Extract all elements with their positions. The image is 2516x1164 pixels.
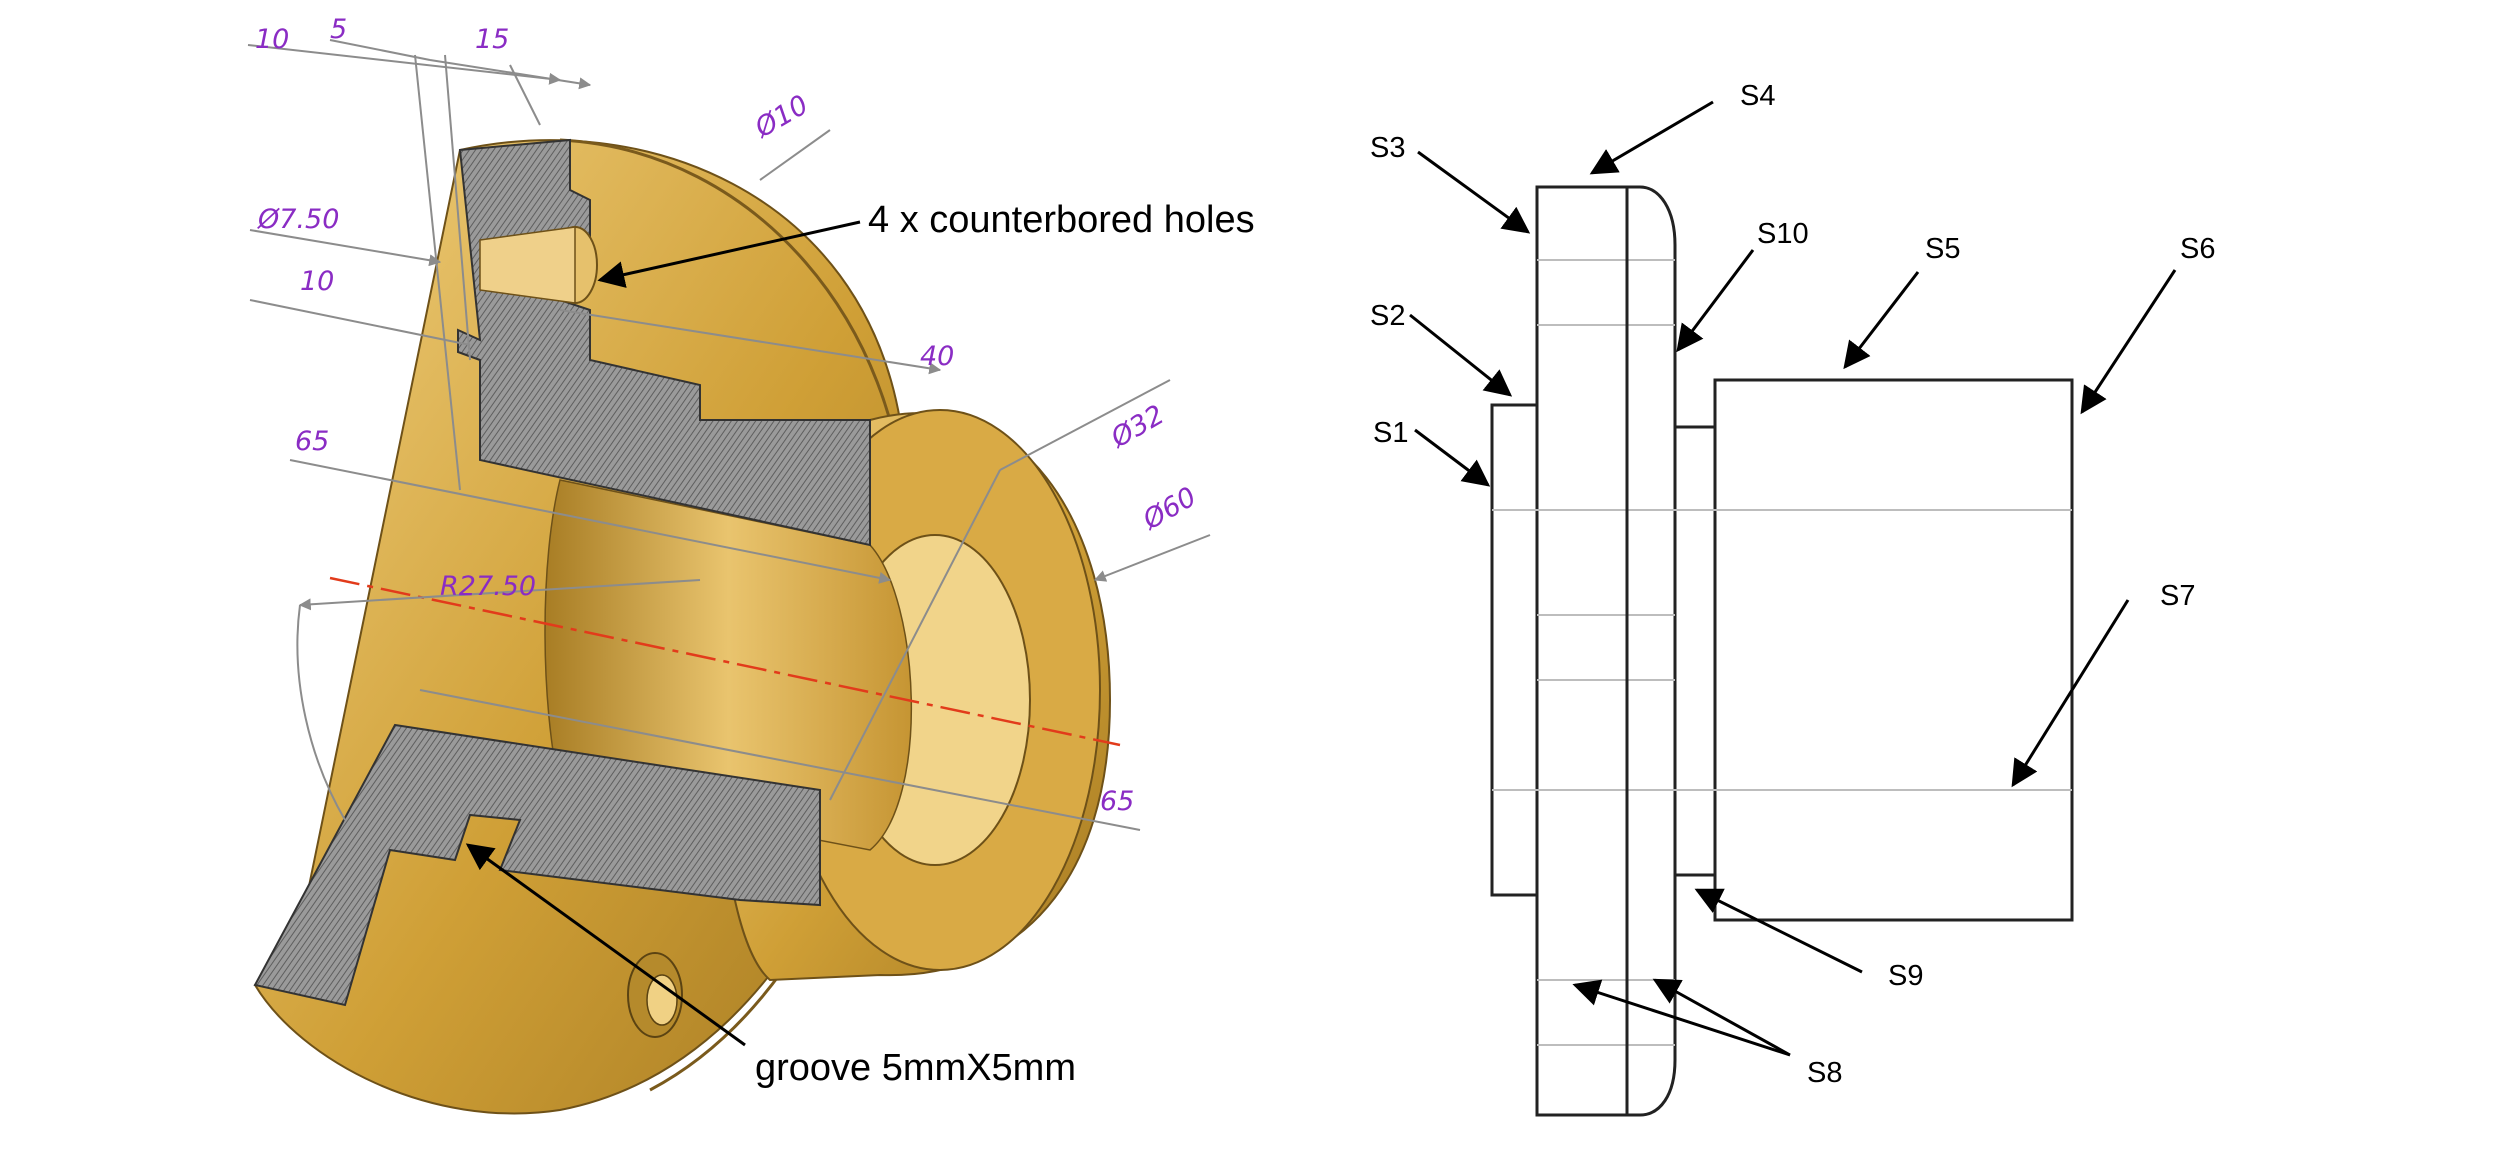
dim-r-27-50: R27.50 xyxy=(440,571,536,602)
bore-surface xyxy=(544,479,913,851)
isometric-section-view: 10 5 15 Ø10 Ø7.50 10 40 65 Ø32 Ø60 R27.5… xyxy=(247,14,1255,1115)
side-leaders xyxy=(1409,100,2177,1057)
flange-body xyxy=(1535,185,1629,1117)
holes-callout: 4 x counterbored holes xyxy=(868,199,1255,241)
dimension-lines xyxy=(247,39,1211,831)
groove-leader xyxy=(465,843,746,1047)
label-s10: S10 xyxy=(1757,218,1809,250)
hub-neck xyxy=(1673,425,1717,877)
dim-dia-32: Ø32 xyxy=(1105,399,1170,454)
dim-dia-60: Ø60 xyxy=(1137,481,1202,536)
center-line xyxy=(329,576,1121,747)
label-s6: S6 xyxy=(2180,233,2215,265)
dim-65-bottom: 65 xyxy=(1100,786,1134,817)
left-boss xyxy=(1490,403,1539,897)
label-s1: S1 xyxy=(1373,417,1408,449)
dim-5: 5 xyxy=(330,14,347,45)
dim-10-side: 10 xyxy=(300,266,334,297)
label-s7: S7 xyxy=(2160,580,2195,612)
hole-bore xyxy=(479,226,576,304)
hub-body xyxy=(1713,378,2074,922)
label-s3: S3 xyxy=(1370,132,1405,164)
label-s2: S2 xyxy=(1370,300,1405,332)
groove-callout: groove 5mmX5mm xyxy=(755,1047,1076,1089)
dim-dia-7-50: Ø7.50 xyxy=(257,204,339,235)
dim-10-top: 10 xyxy=(255,24,289,55)
label-s8: S8 xyxy=(1807,1057,1842,1089)
upper-section-cut xyxy=(457,138,871,547)
dim-65-top: 65 xyxy=(295,426,329,457)
feature-lines xyxy=(1492,187,2072,1115)
label-s9: S9 xyxy=(1888,960,1923,992)
label-s5: S5 xyxy=(1925,233,1960,265)
label-s4: S4 xyxy=(1740,80,1775,112)
lower-section-cut xyxy=(253,723,821,1007)
side-elevation-view: S1 S2 S3 S4 S5 S6 S7 S8 S9 S10 xyxy=(1370,80,2215,1117)
holes-leader xyxy=(597,220,861,288)
dim-40: 40 xyxy=(920,341,954,372)
flange-rounded-edge xyxy=(1625,185,1677,1117)
dim-15: 15 xyxy=(475,24,509,55)
side-bolt-hole-inner xyxy=(646,974,678,1026)
dim-dia-10: Ø10 xyxy=(749,89,814,144)
